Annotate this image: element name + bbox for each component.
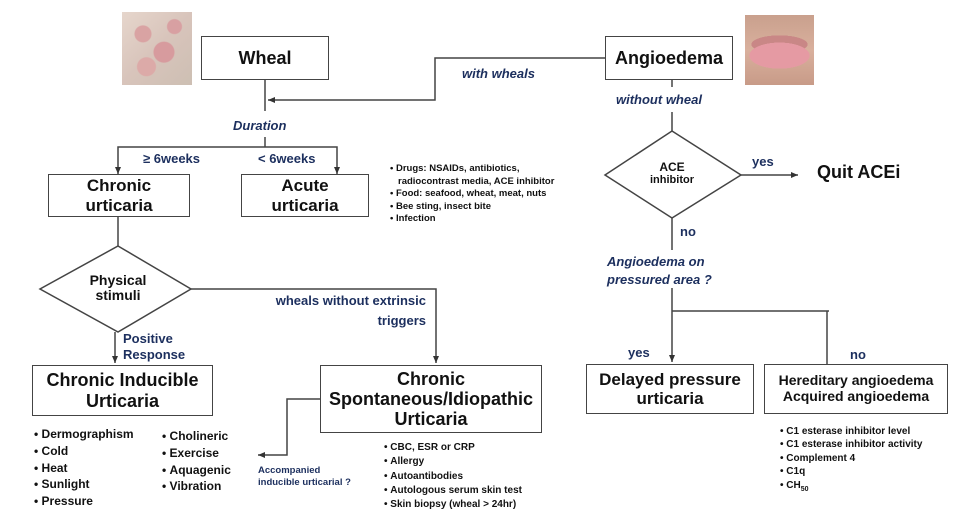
inducible-list-col2: Cholineric Exercise Aquagenic Vibration <box>162 428 231 495</box>
acute-urticaria-line2: urticaria <box>271 195 339 215</box>
lt-6weeks-arrow <box>265 146 340 174</box>
list-item: Heat <box>34 460 134 477</box>
with-wheals-label: with wheals <box>462 66 535 81</box>
list-item: Exercise <box>162 445 231 462</box>
ace-line1: ACE <box>659 160 685 174</box>
chronic-inducible-box: Chronic Inducible Urticaria <box>32 365 213 416</box>
list-item: Autoantibodies <box>384 470 522 484</box>
ge-6weeks-arrow <box>115 146 265 174</box>
list-item: Autologous serum skin test <box>384 484 522 498</box>
list-item: C1 esterase inhibitor level <box>780 425 922 438</box>
ch50-subscript: 50 <box>800 485 809 493</box>
chronic-spontaneous-line1: Chronic <box>396 368 465 389</box>
ace-yes-label: yes <box>752 154 774 169</box>
no-trigger-arrow <box>191 288 439 363</box>
list-item: Infection <box>390 213 554 226</box>
duration-label: Duration <box>233 118 287 133</box>
positive-response-label: Positive Response <box>123 331 185 363</box>
chronic-spontaneous-box: Chronic Spontaneous/Idiopathic Urticaria <box>320 365 542 433</box>
accompanied-question: Accompanied inducible urticarial ? <box>258 465 351 489</box>
delayed-pressure-line1: Delayed pressure <box>599 369 741 389</box>
chronic-spontaneous-line3: Urticaria <box>394 409 468 430</box>
positive-line2: Response <box>123 347 186 362</box>
list-item: Pressure <box>34 493 134 510</box>
list-item: Aquagenic <box>162 462 231 479</box>
list-item: C1 esterase inhibitor activity <box>780 438 922 451</box>
no-trigger-line2: triggers <box>377 313 426 328</box>
acute-urticaria-box: Acute urticaria <box>241 174 369 217</box>
angioedema-photo <box>745 15 814 85</box>
angioedema-tests-list: C1 esterase inhibitor level C1 esterase … <box>780 425 922 496</box>
list-item: Sunlight <box>34 476 134 493</box>
physical-stimuli-line1: Physical <box>89 272 147 288</box>
wheal-photo <box>122 12 192 85</box>
ace-no-label: no <box>680 224 696 239</box>
accompanied-line1: Accompanied <box>258 465 321 476</box>
ace-line2: inhibitor <box>650 174 694 187</box>
accompanied-arrow <box>258 398 320 458</box>
pressured-line2: pressured area ? <box>607 272 712 287</box>
delayed-pressure-box: Delayed pressure urticaria <box>586 364 754 414</box>
chronic-urticaria-line2: urticaria <box>85 195 153 215</box>
chronic-inducible-line2: Urticaria <box>85 390 160 411</box>
angioedema-box: Angioedema <box>605 36 733 80</box>
delayed-pressure-line2: urticaria <box>636 389 704 408</box>
list-item: Dermographism <box>34 426 134 443</box>
ace-inhibitor-text: ACE inhibitor <box>634 160 710 187</box>
list-item: Food: seafood, wheat, meat, nuts <box>390 188 554 201</box>
list-item: C1q <box>780 465 922 478</box>
hereditary-line2: Acquired angioedema <box>782 388 930 404</box>
physical-stimuli-line2: stimuli <box>95 287 141 304</box>
list-item: CH50 <box>780 479 922 496</box>
wheal-box: Wheal <box>201 36 329 80</box>
list-item: Skin biopsy (wheal > 24hr) <box>384 498 522 512</box>
hereditary-line1: Hereditary angioedema <box>778 372 934 389</box>
pressure-no-label: no <box>850 347 866 362</box>
no-trigger-line1: wheals without extrinsic <box>275 293 426 308</box>
positive-line1: Positive <box>123 331 173 346</box>
list-item: Cold <box>34 443 134 460</box>
angioedema-label: Angioedema <box>614 47 724 68</box>
chronic-urticaria-line1: Chronic <box>86 176 152 196</box>
accompanied-line2: inducible urticarial ? <box>258 477 351 488</box>
list-item: Vibration <box>162 478 231 495</box>
chronic-inducible-line1: Chronic Inducible <box>46 370 199 391</box>
list-item: CBC, ESR or CRP <box>384 441 522 455</box>
spontaneous-tests-list: CBC, ESR or CRP Allergy Autoantibodies A… <box>384 441 522 512</box>
list-item: Bee sting, insect bite <box>390 201 554 214</box>
physical-stimuli-text: Physical stimuli <box>70 272 166 304</box>
inducible-list-col1: Dermographism Cold Heat Sunlight Pressur… <box>34 426 134 510</box>
pressured-line1: Angioedema on <box>607 254 705 269</box>
list-item: Cholineric <box>162 428 231 445</box>
chronic-spontaneous-line2: Spontaneous/Idiopathic <box>328 388 533 409</box>
pressured-area-question: Angioedema on pressured area ? <box>607 253 712 289</box>
quit-acei-label: Quit ACEi <box>817 162 901 182</box>
acute-urticaria-line1: Acute <box>281 176 329 196</box>
pressure-yes-label: yes <box>628 345 650 360</box>
chronic-urticaria-box: Chronic urticaria <box>48 174 190 217</box>
acute-causes-list: Drugs: NSAIDs, antibiotics,radiocontrast… <box>390 163 554 226</box>
list-item: Allergy <box>384 455 522 469</box>
list-item: Drugs: NSAIDs, antibiotics,radiocontrast… <box>390 163 554 188</box>
without-wheal-label: without wheal <box>616 92 702 107</box>
ch50-base: CH <box>786 479 801 491</box>
physical-stimuli-diamond <box>38 245 193 333</box>
hereditary-angioedema-box: Hereditary angioedema Acquired angioedem… <box>764 364 948 414</box>
ge-6weeks-label: ≥ 6weeks <box>143 151 201 166</box>
list-item: Complement 4 <box>780 452 922 465</box>
with-wheals-connector <box>268 57 605 103</box>
wheal-label: Wheal <box>238 47 292 68</box>
no-trigger-label: wheals without extrinsic triggers <box>240 291 426 331</box>
lt-6weeks-label: < 6weeks <box>258 151 316 166</box>
